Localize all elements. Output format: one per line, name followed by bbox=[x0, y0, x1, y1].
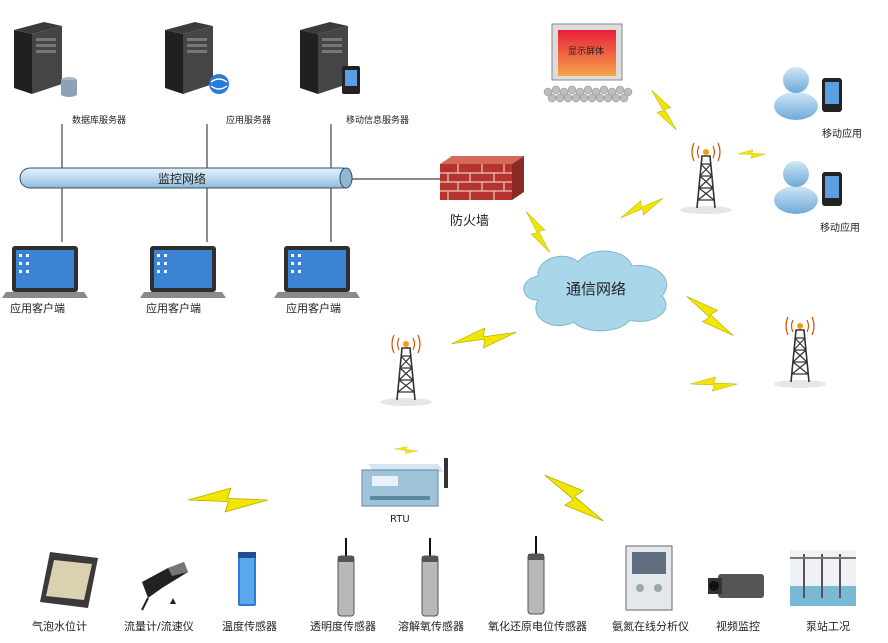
lightning-icon bbox=[690, 368, 738, 400]
display-screen-icon bbox=[543, 23, 633, 103]
sensor-label: 泵站工况 bbox=[806, 620, 850, 633]
mobile-app-label: 移动应用 bbox=[820, 223, 860, 234]
flowmeter-icon bbox=[141, 562, 188, 611]
lightning-icon bbox=[394, 443, 418, 457]
signal-tower-icon bbox=[773, 316, 827, 389]
firewall-icon bbox=[440, 156, 524, 200]
lightning-icon bbox=[536, 474, 612, 522]
client-label: 应用客户端 bbox=[286, 302, 341, 315]
client-laptop-icon bbox=[2, 246, 88, 298]
temperature-sensor-icon bbox=[238, 552, 256, 606]
cloud-label: 通信网络 bbox=[566, 280, 627, 298]
wireless-links bbox=[187, 89, 767, 526]
lightning-icon bbox=[187, 474, 269, 526]
sensor-label: 温度传感器 bbox=[222, 620, 277, 633]
mobile-user-icon bbox=[774, 67, 842, 120]
sensor-label: 视频监控 bbox=[716, 620, 760, 633]
sensor-label: 透明度传感器 bbox=[310, 620, 376, 633]
lightning-icon bbox=[620, 186, 664, 230]
lightning-icon bbox=[679, 296, 741, 336]
firewall-label: 防火墙 bbox=[450, 214, 490, 229]
signal-tower-icon bbox=[679, 142, 733, 215]
client-label: 应用客户端 bbox=[10, 302, 65, 315]
rtu-device-icon bbox=[361, 458, 448, 507]
application-server-icon bbox=[165, 22, 229, 94]
mobile-user-icon bbox=[774, 161, 842, 214]
client-laptop-icon bbox=[140, 246, 226, 298]
client-label: 应用客户端 bbox=[146, 302, 201, 315]
client-laptop-icon bbox=[274, 246, 360, 298]
ammonia-analyzer-icon bbox=[625, 545, 673, 611]
server-label: 应用服务器 bbox=[226, 116, 272, 126]
rtu-label: RTU bbox=[390, 514, 410, 525]
transparency-sensor-icon bbox=[337, 538, 355, 617]
pump-station-icon bbox=[790, 550, 856, 606]
dissolved-oxygen-sensor-icon bbox=[421, 538, 439, 617]
display-screen-text: 显示屏体 bbox=[568, 47, 605, 57]
video-camera-icon bbox=[708, 574, 764, 598]
sensor-label: 氨氮在线分析仪 bbox=[612, 620, 689, 633]
server-label: 数据库服务器 bbox=[72, 116, 127, 126]
lightning-icon bbox=[737, 144, 767, 164]
database-server-icon bbox=[14, 22, 77, 97]
sensor-label: 氧化还原电位传感器 bbox=[488, 620, 587, 633]
orp-sensor-icon bbox=[527, 536, 545, 615]
sensor-label: 气泡水位计 bbox=[32, 620, 87, 633]
mobile-app-label: 移动应用 bbox=[822, 129, 862, 140]
bubble-level-gauge-icon bbox=[40, 552, 98, 608]
server-label: 移动信息服务器 bbox=[346, 116, 410, 126]
lightning-icon bbox=[451, 312, 517, 364]
sensor-label: 溶解氧传感器 bbox=[398, 620, 464, 633]
lightning-icon bbox=[641, 89, 687, 131]
communication-cloud-icon bbox=[523, 250, 668, 332]
mobile-info-server-icon bbox=[300, 22, 360, 94]
sensor-label: 流量计/流速仪 bbox=[124, 620, 194, 633]
monitoring-network-bus bbox=[19, 167, 353, 189]
bus-label: 监控网络 bbox=[158, 172, 207, 186]
lightning-icon bbox=[515, 211, 561, 253]
bus-connectors bbox=[61, 124, 440, 242]
signal-tower-icon bbox=[379, 334, 433, 407]
